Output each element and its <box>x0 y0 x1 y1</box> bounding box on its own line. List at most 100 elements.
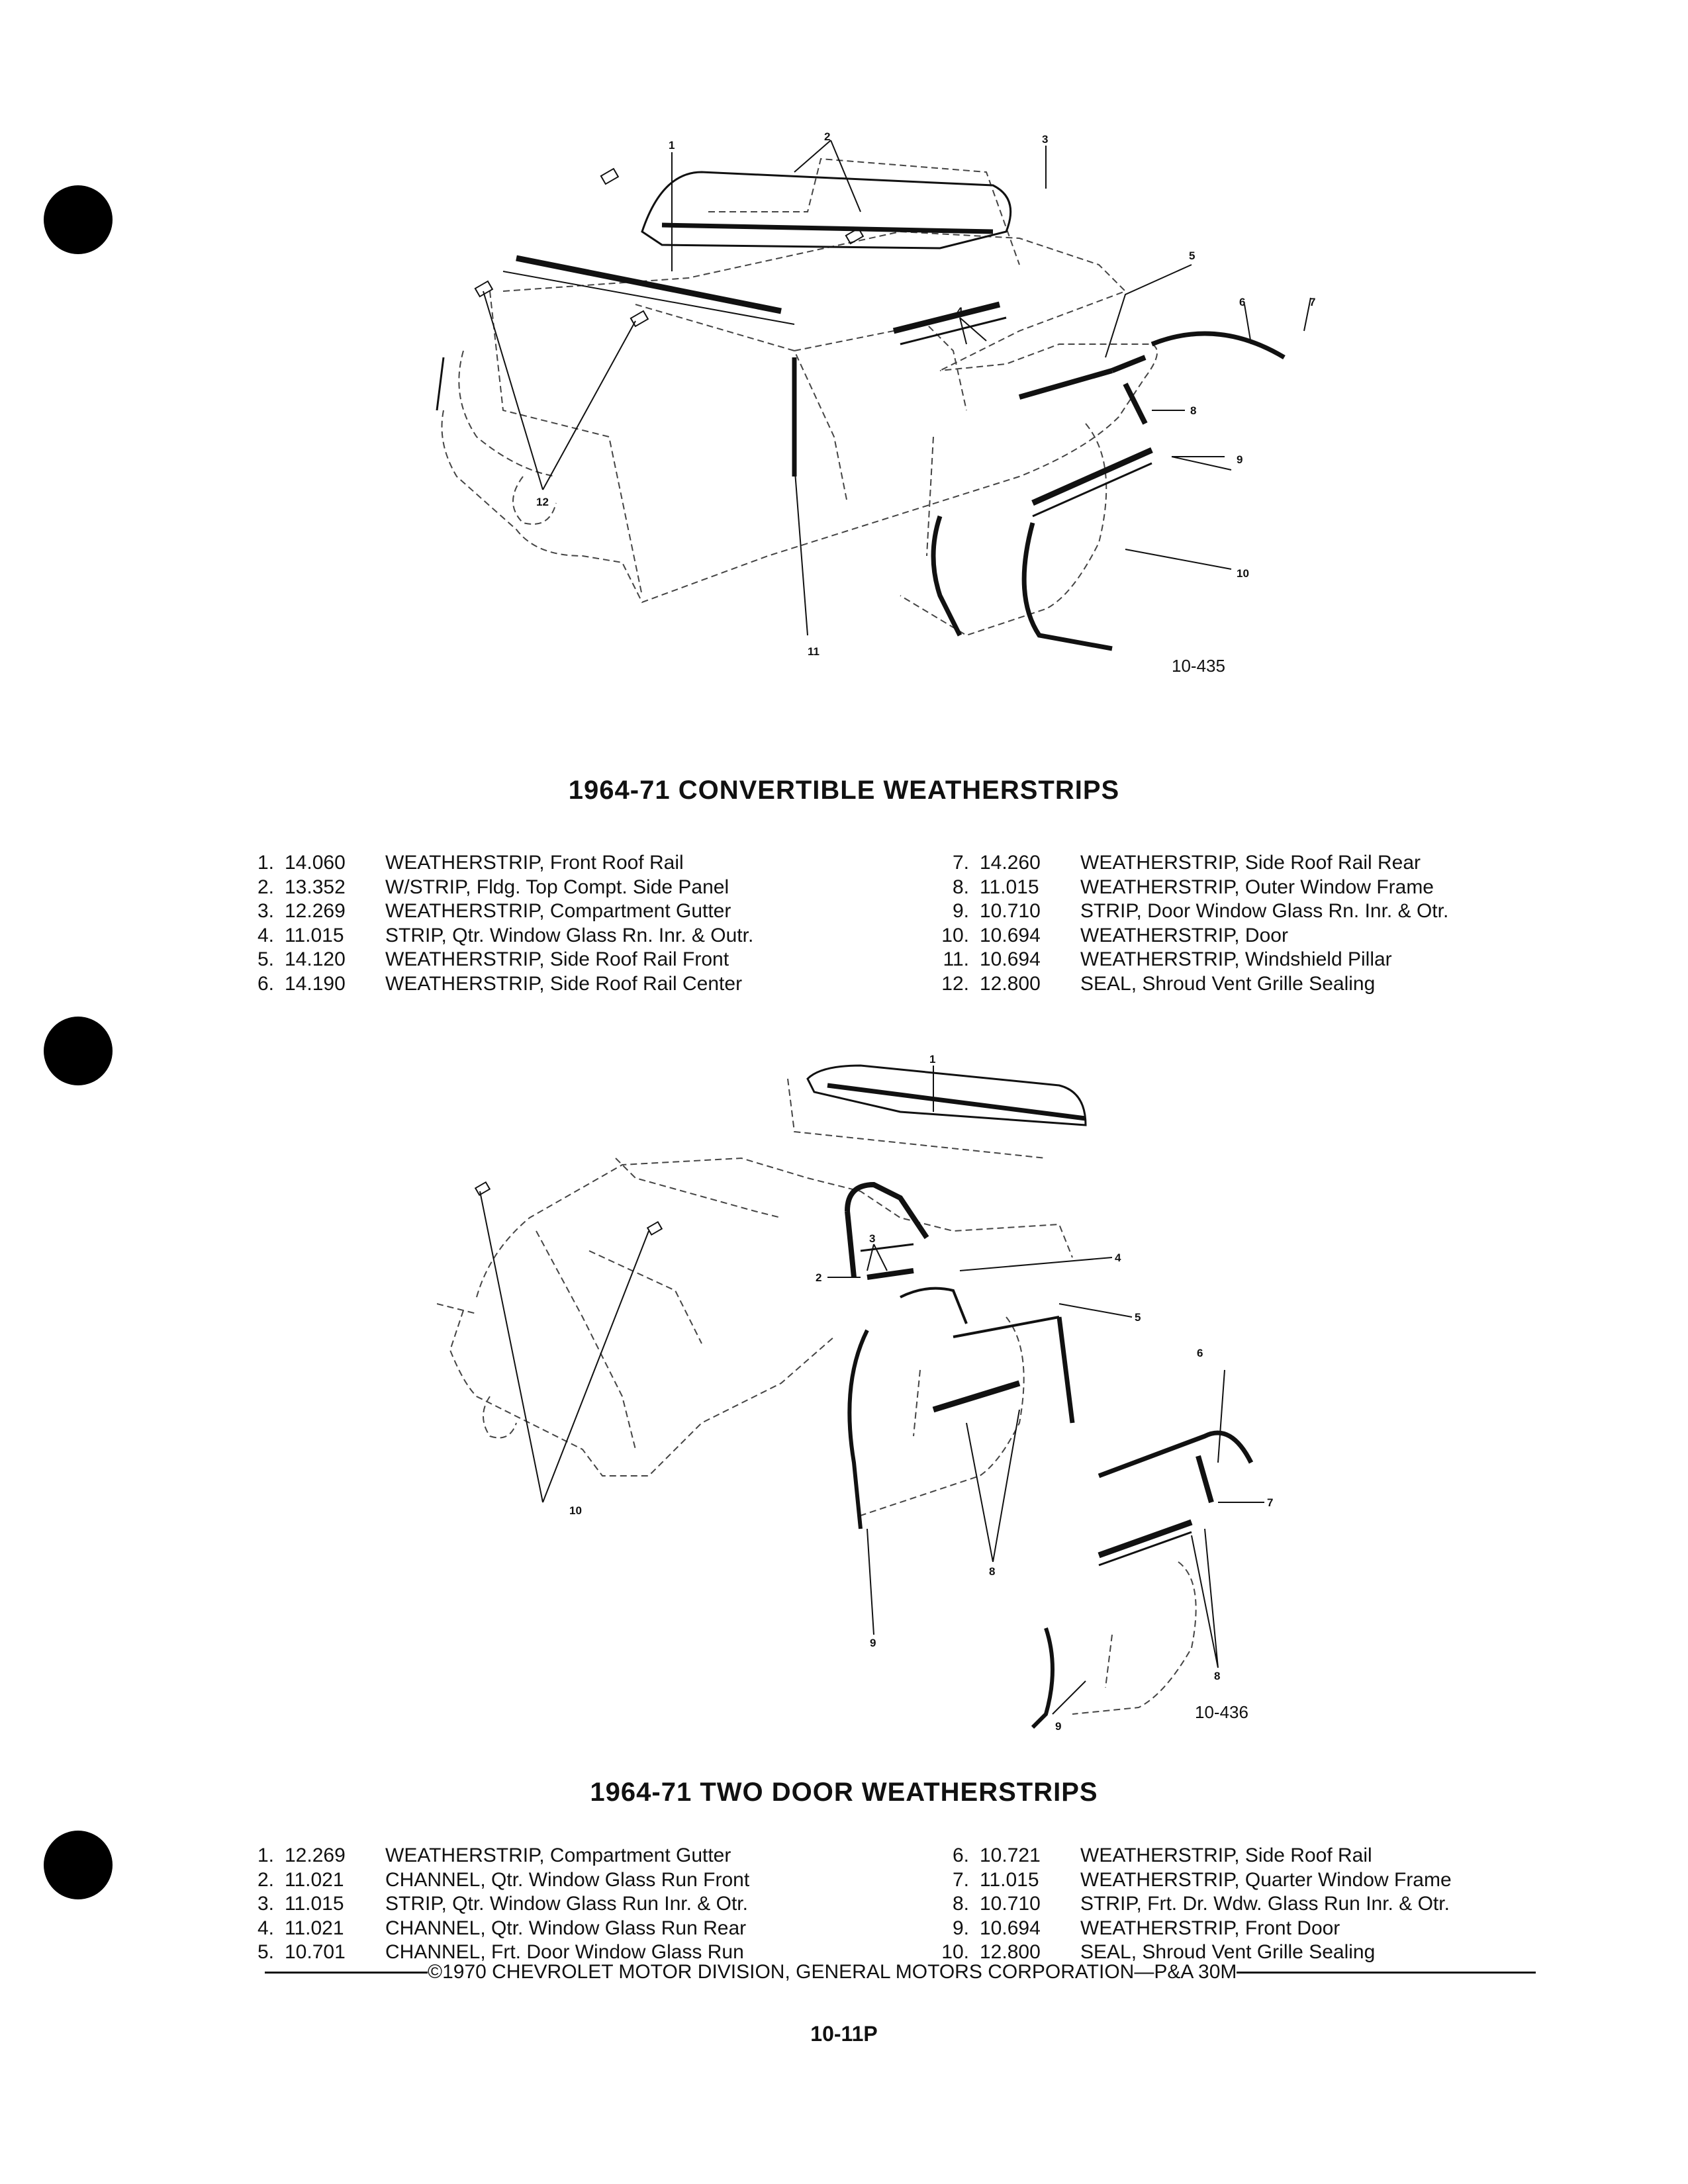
part-number: 6. <box>952 1844 969 1866</box>
callout-10: 10 <box>1237 567 1249 580</box>
part-number: 5. <box>257 948 274 970</box>
part-description: STRIP, Qtr. Window Glass Rn. Inr. & Outr… <box>385 924 754 946</box>
two-door-weatherstrip-diagram: 1 2 3 4 5 6 7 8 8 9 9 10 10-436 <box>437 1052 1377 1734</box>
part-description: STRIP, Frt. Dr. Wdw. Glass Run Inr. & Ot… <box>1080 1893 1450 1915</box>
part-code: 11.021 <box>285 1917 344 1939</box>
list-item: 1. 12.269 WEATHERSTRIP, Compartment Gutter <box>245 1844 749 1868</box>
part-code: 10.694 <box>980 948 1041 970</box>
part-code: 12.269 <box>285 1844 346 1866</box>
part-number: 10. <box>941 1941 969 1963</box>
callout-2: 2 <box>824 132 830 143</box>
part-description: W/STRIP, Fldg. Top Compt. Side Panel <box>385 876 729 898</box>
part-number: 3. <box>257 1893 274 1915</box>
figure-code-10-436: 10-436 <box>1195 1702 1248 1722</box>
part-code: 14.190 <box>285 972 346 995</box>
part-description: SEAL, Shroud Vent Grille Sealing <box>1080 972 1376 995</box>
part-code: 14.060 <box>285 852 346 874</box>
list-item: 6. 14.190 WEATHERSTRIP, Side Roof Rail Cen… <box>245 972 753 997</box>
part-number: 2. <box>257 1868 274 1891</box>
part-code: 10.710 <box>980 900 1041 922</box>
part-number: 9. <box>952 900 969 922</box>
part-number: 1. <box>257 1844 274 1866</box>
callout-11: 11 <box>808 645 820 658</box>
callout-9: 9 <box>870 1637 876 1649</box>
part-number: 2. <box>257 876 274 898</box>
part-description: STRIP, Qtr. Window Glass Run Inr. & Otr. <box>385 1893 748 1915</box>
part-description: WEATHERSTRIP, Door <box>1080 924 1288 946</box>
list-item: 4. 11.021 CHANNEL, Qtr. Window Glass Run R… <box>245 1917 749 1941</box>
callout-1: 1 <box>669 139 675 152</box>
copyright-text: ©1970 CHEVROLET MOTOR DIVISION, GENERAL … <box>428 1961 1237 1983</box>
part-code: 11.021 <box>285 1868 344 1891</box>
binder-hole-top <box>44 185 113 254</box>
list-item: 9. 10.710 STRIP, Door Window Glass Rn. Inr… <box>920 899 1448 924</box>
copyright-line: ©1970 CHEVROLET MOTOR DIVISION, GENERAL … <box>265 1961 1536 1983</box>
part-number: 6. <box>257 972 274 995</box>
list-item: 5. 14.120 WEATHERSTRIP, Side Roof Rail Fro… <box>245 948 753 972</box>
divider <box>265 1971 428 1974</box>
part-description: WEATHERSTRIP, Compartment Gutter <box>385 1844 731 1866</box>
callout-8: 8 <box>1214 1670 1220 1682</box>
part-description: WEATHERSTRIP, Side Roof Rail Front <box>385 948 729 970</box>
callout-3: 3 <box>1042 133 1048 146</box>
callout-8: 8 <box>989 1565 995 1578</box>
part-code: 10.710 <box>980 1893 1041 1915</box>
part-code: 13.352 <box>285 876 346 898</box>
part-description: SEAL, Shroud Vent Grille Sealing <box>1080 1941 1376 1963</box>
part-number: 5. <box>257 1941 274 1963</box>
page-number: 10-11P <box>810 2022 878 2046</box>
callout-9: 9 <box>1237 453 1243 466</box>
part-code: 14.120 <box>285 948 346 970</box>
callout-2: 2 <box>816 1271 821 1284</box>
part-description: WEATHERSTRIP, Outer Window Frame <box>1080 876 1434 898</box>
part-code: 11.015 <box>980 1868 1039 1891</box>
part-number: 11. <box>943 948 969 970</box>
part-description: WEATHERSTRIP, Quarter Window Frame <box>1080 1868 1452 1891</box>
part-number: 9. <box>952 1917 969 1939</box>
part-code: 12.269 <box>285 900 346 922</box>
callout-3: 3 <box>869 1232 875 1245</box>
list-item: 2. 11.021 CHANNEL, Qtr. Window Glass Run F… <box>245 1868 749 1893</box>
part-number: 7. <box>952 852 969 874</box>
part-description: CHANNEL, Frt. Door Window Glass Run <box>385 1941 744 1963</box>
callout-1: 1 <box>929 1053 935 1066</box>
part-description: CHANNEL, Qtr. Window Glass Run Front <box>385 1868 750 1891</box>
list-item: 10. 10.694 WEATHERSTRIP, Door <box>920 924 1448 948</box>
part-code: 11.015 <box>285 1893 344 1915</box>
convertible-weatherstrip-diagram: 1 2 3 4 5 6 7 8 9 10 11 12 10-435 <box>424 132 1350 702</box>
divider <box>1237 1971 1536 1974</box>
part-number: 8. <box>952 1893 969 1915</box>
binder-hole-middle <box>44 1017 113 1085</box>
figure-code-10-435: 10-435 <box>1172 656 1225 676</box>
part-description: WEATHERSTRIP, Front Roof Rail <box>385 852 684 874</box>
part-code: 10.694 <box>980 924 1041 946</box>
part-code: 10.721 <box>980 1844 1041 1866</box>
part-code: 11.015 <box>285 924 344 946</box>
list-item: 2. 13.352 W/STRIP, Fldg. Top Compt. Side P… <box>245 876 753 900</box>
part-code: 11.015 <box>980 876 1039 898</box>
part-number: 10. <box>941 924 969 946</box>
part-description: STRIP, Door Window Glass Rn. Inr. & Otr. <box>1080 900 1449 922</box>
binder-hole-bottom <box>44 1831 113 1899</box>
callout-5: 5 <box>1189 250 1195 262</box>
part-code: 10.694 <box>980 1917 1041 1939</box>
part-description: CHANNEL, Qtr. Window Glass Run Rear <box>385 1917 747 1939</box>
two-door-parts-list-left: 1. 12.269 WEATHERSTRIP, Compartment Gutter… <box>245 1844 749 1965</box>
callout-9: 9 <box>1055 1720 1061 1733</box>
part-number: 4. <box>257 1917 274 1939</box>
callout-5: 5 <box>1135 1311 1141 1324</box>
part-description: WEATHERSTRIP, Side Roof Rail Center <box>385 972 743 995</box>
part-code: 12.800 <box>980 972 1041 995</box>
part-code: 10.701 <box>285 1941 346 1963</box>
callout-4: 4 <box>957 305 963 318</box>
